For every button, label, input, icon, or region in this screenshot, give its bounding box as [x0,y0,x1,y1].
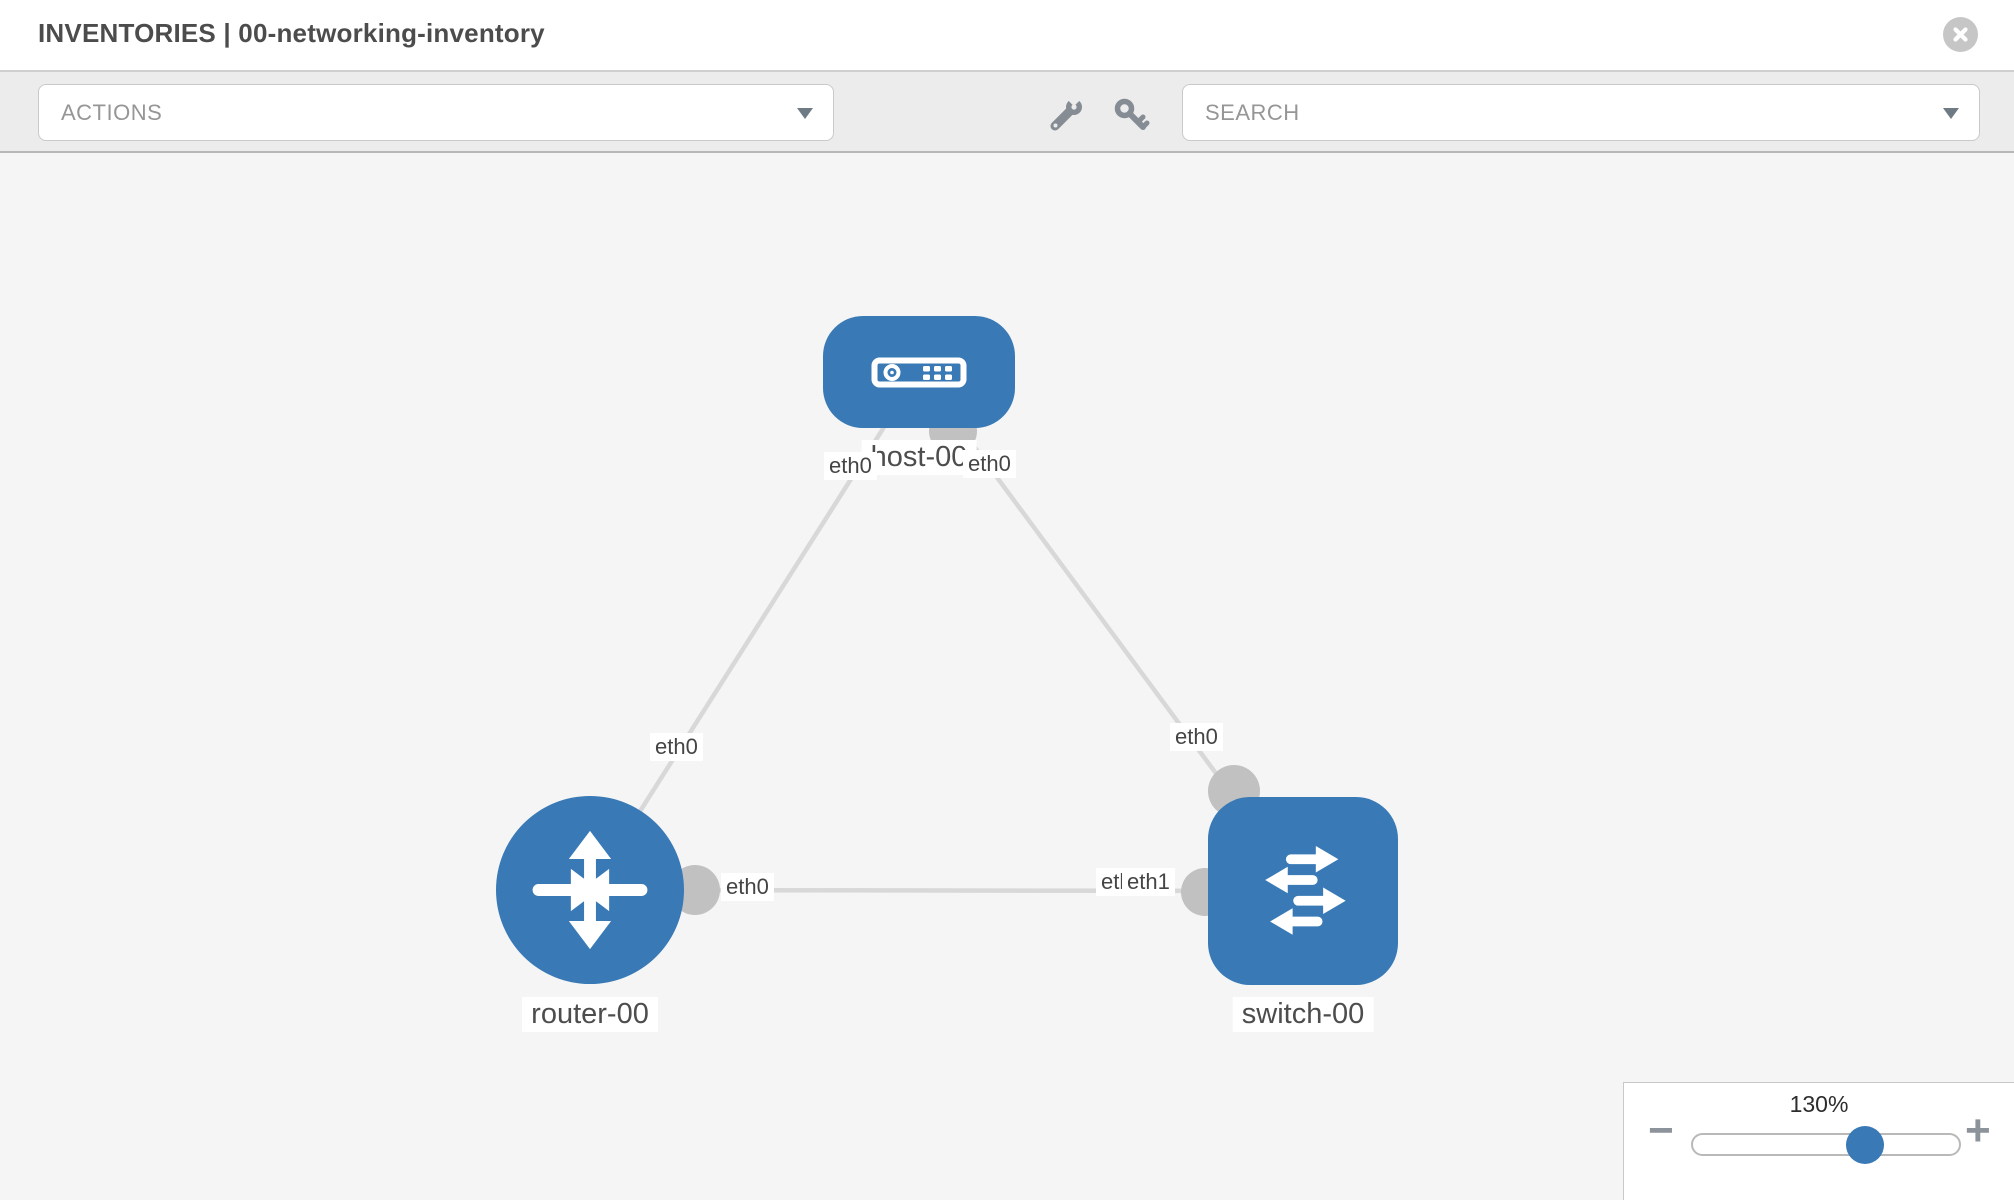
search-dropdown-label: SEARCH [1205,99,1300,125]
zoom-slider[interactable] [1691,1126,1961,1164]
zoom-panel: 130% − + [1623,1082,2014,1200]
server-icon [871,357,967,387]
topology-canvas[interactable] [0,155,2014,1200]
wrench-button[interactable] [1048,92,1084,132]
key-icon [1114,98,1150,130]
window-header: INVENTORIES | 00-networking-inventory [0,0,2014,72]
interface-label: eth0 [1170,723,1223,751]
node-router-00[interactable] [496,796,684,984]
switch-icon [1265,846,1346,935]
chevron-down-icon [797,107,813,119]
zoom-level: 130% [1789,1091,1849,1117]
close-button[interactable] [1943,17,1978,52]
toolbar: ACTIONS SEARCH [0,72,2014,153]
actions-dropdown-label: ACTIONS [61,99,163,125]
interface-label: eth0 [963,450,1016,478]
zoom-slider-thumb[interactable] [1846,1126,1884,1164]
interface-label: eth0 [650,733,703,761]
zoom-out-button[interactable]: − [1648,1106,1674,1155]
node-host-00[interactable] [823,316,1015,428]
interface-label: eth0 [824,452,877,480]
page-title: INVENTORIES | 00-networking-inventory [38,18,545,48]
router-icon [532,830,648,950]
node-switch-00[interactable] [1208,797,1398,985]
actions-dropdown[interactable]: ACTIONS [38,84,834,141]
wrench-icon [1050,92,1082,131]
chevron-down-icon [1943,107,1959,119]
zoom-in-button[interactable]: + [1965,1106,1991,1155]
node-label-router: router-00 [522,997,658,1032]
interface-label: eth1 [1122,868,1175,896]
interface-label: eth0 [721,873,774,901]
node-label-switch: switch-00 [1232,997,1374,1032]
search-dropdown[interactable]: SEARCH [1182,84,1980,141]
close-icon [1953,27,1968,42]
node-label-host: host-00 [861,440,977,475]
key-button[interactable] [1114,98,1150,132]
